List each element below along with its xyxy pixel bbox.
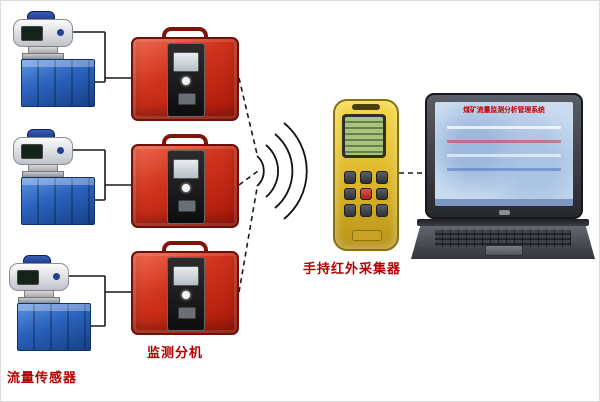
flowmeter-display — [21, 26, 43, 41]
case-indicator — [182, 184, 190, 192]
handheld-lcd — [345, 117, 383, 155]
laptop-hinge — [417, 219, 589, 226]
monitor-case-1 — [131, 27, 239, 121]
laptop-screen-row — [447, 140, 561, 143]
sensor-tank — [21, 59, 95, 107]
case-display — [173, 266, 199, 286]
flowmeter — [13, 11, 73, 60]
monitor-case-3 — [131, 241, 239, 335]
sensor-tank-top — [18, 304, 90, 311]
flow-sensor-group-1 — [11, 11, 103, 111]
solid-connectors — [67, 31, 131, 327]
sensor-tank-top — [22, 178, 94, 185]
flowmeter-indicator — [57, 29, 64, 36]
keypad-button — [360, 204, 372, 217]
flowmeter-body — [13, 19, 73, 47]
wireless-signal-icon — [256, 122, 308, 220]
flowmeter-indicator — [57, 147, 64, 154]
case-button — [178, 93, 196, 105]
case-body — [131, 251, 239, 335]
laptop-screen-title: 煤矿流量监测分析管理系统 — [463, 105, 545, 114]
label-handheld-collector: 手持红外采集器 — [303, 262, 402, 277]
flowmeter-display — [21, 144, 43, 159]
case-button — [178, 200, 196, 212]
case-handle — [162, 27, 208, 43]
flowmeter — [13, 129, 73, 178]
keypad-button — [376, 204, 388, 217]
laptop-screen-bezel: 煤矿流量监测分析管理系统 — [425, 93, 583, 219]
sensor-tank — [17, 303, 91, 351]
keypad-button — [344, 171, 356, 184]
laptop-logo — [499, 210, 510, 215]
flowmeter-body — [13, 137, 73, 165]
handheld-screen — [342, 114, 386, 158]
laptop-screen: 煤矿流量监测分析管理系统 — [435, 102, 573, 206]
case-panel — [167, 150, 205, 224]
case-handle — [162, 241, 208, 257]
laptop-screen-taskbar — [435, 199, 573, 206]
laptop-keyboard — [435, 230, 571, 247]
handheld-keypad — [344, 171, 388, 217]
case-indicator — [182, 291, 190, 299]
flow-sensor-group-3 — [7, 255, 99, 355]
case-display — [173, 52, 199, 72]
flowmeter — [9, 255, 69, 304]
keypad-button-red — [360, 187, 372, 201]
sensor-tank-top — [22, 60, 94, 67]
flowmeter-display — [17, 270, 39, 285]
case-panel — [167, 43, 205, 117]
sensor-tank — [21, 177, 95, 225]
laptop-screen-row — [447, 168, 561, 171]
keypad-button — [376, 187, 388, 201]
flowmeter-body — [9, 263, 69, 291]
laptop-touchpad — [485, 245, 523, 256]
case-panel — [167, 257, 205, 331]
label-monitor-unit: 监测分机 — [147, 346, 204, 361]
laptop: 煤矿流量监测分析管理系统 — [411, 93, 595, 261]
monitor-case-2 — [131, 134, 239, 228]
case-indicator — [182, 77, 190, 85]
flowmeter-indicator — [53, 273, 60, 280]
label-flow-sensor: 流量传感器 — [7, 371, 78, 386]
case-handle — [162, 134, 208, 150]
keypad-button — [360, 171, 372, 184]
laptop-screen-row — [447, 154, 561, 157]
case-body — [131, 37, 239, 121]
laptop-screen-row — [447, 126, 561, 129]
laptop-base — [411, 226, 595, 259]
flow-sensor-group-2 — [11, 129, 103, 229]
keypad-button — [376, 171, 388, 184]
case-button — [178, 307, 196, 319]
keypad-button — [344, 204, 356, 217]
handheld-device — [333, 99, 399, 251]
dashed-connectors — [238, 77, 425, 293]
case-display — [173, 159, 199, 179]
handheld-ir-window — [352, 104, 380, 110]
case-body — [131, 144, 239, 228]
handheld-bottom-label — [352, 230, 382, 241]
keypad-button — [344, 187, 356, 201]
